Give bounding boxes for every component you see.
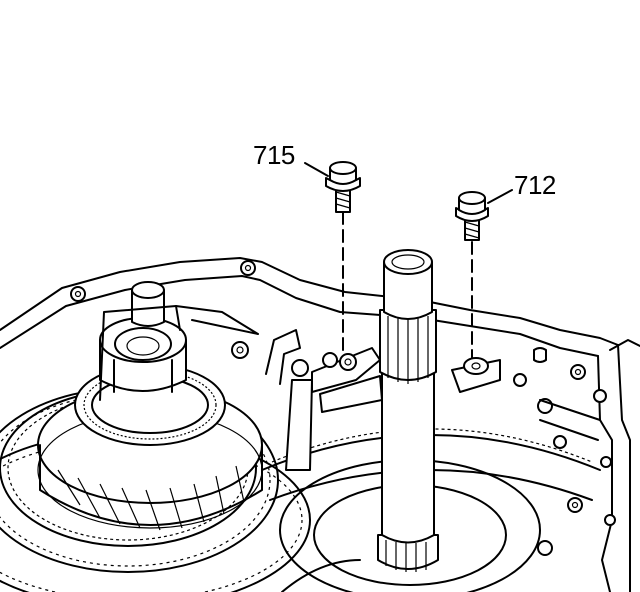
bolt-715-icon bbox=[304, 161, 361, 351]
input-shaft bbox=[377, 249, 439, 572]
case-housing bbox=[0, 257, 640, 592]
bolt-712-icon bbox=[455, 189, 513, 359]
support-bracket bbox=[265, 329, 501, 471]
callout-712-label: 712 bbox=[514, 170, 556, 200]
callout-715-label: 715 bbox=[253, 140, 295, 170]
shift-rail bbox=[99, 281, 259, 401]
output-shaft-nut bbox=[99, 317, 187, 393]
case-flange-bosses bbox=[70, 260, 616, 556]
helical-gear bbox=[37, 364, 263, 531]
